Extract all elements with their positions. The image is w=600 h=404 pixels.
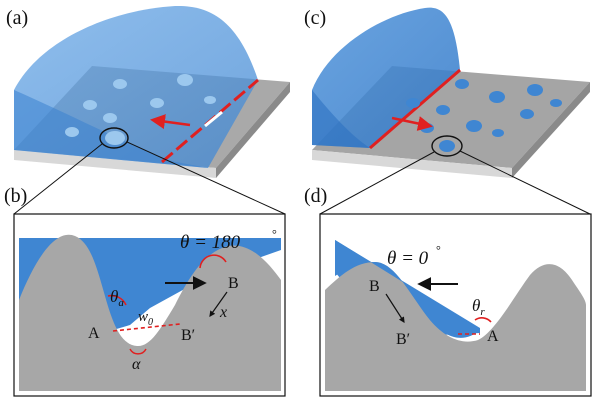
trapped-bubble [150, 98, 164, 108]
contact-angle-arc [107, 294, 127, 306]
degree-b: ° [272, 227, 277, 241]
droplet [520, 109, 534, 119]
point-B-prime-label: B′ [181, 327, 195, 344]
trapped-bubble [103, 113, 117, 123]
zoom-circle [431, 135, 463, 157]
liquid-a [14, 5, 258, 168]
alpha-label: α [132, 356, 141, 373]
zoom-circle [99, 127, 129, 149]
panel-d: (d) θ = 0 ° B B′ A θr [304, 185, 592, 397]
panel-a-label: (a) [6, 7, 28, 29]
theta-eq-label-b: θ = 180 [180, 232, 241, 253]
contact-line [369, 68, 461, 150]
liquid-c [312, 7, 460, 149]
theta-r-label: θr [472, 296, 485, 318]
trapped-bubble [177, 74, 193, 86]
droplet [436, 105, 450, 115]
theta-eq-label-d: θ = 0 [387, 248, 429, 269]
contact-angle-arc [199, 254, 227, 269]
liquid-over-surface-d [335, 240, 480, 338]
panel-c-label: (c) [304, 7, 326, 29]
alpha-arc [129, 348, 147, 355]
rough-surface-d [325, 262, 586, 391]
bb-arrow [385, 293, 405, 324]
rough-surface-b [19, 234, 281, 391]
droplet [489, 91, 505, 103]
motion-arrow [150, 114, 191, 130]
trapped-bubble [113, 79, 127, 89]
contact-angle-arc [474, 317, 492, 323]
zoom-line [13, 143, 103, 215]
panel-c: (c) [304, 7, 591, 215]
w0-label: w0 [138, 309, 153, 328]
droplet [439, 140, 455, 152]
motion-arrow [391, 116, 433, 131]
point-B-label: B [228, 275, 239, 292]
zoom-line [319, 151, 435, 215]
trapped-bubble [65, 127, 79, 137]
droplet [406, 98, 420, 108]
x-arrow [209, 291, 228, 317]
zoom-line [126, 141, 286, 215]
trapped-bubble [83, 100, 97, 110]
trapped-bubble [204, 96, 216, 104]
panel-b-label: (b) [4, 185, 27, 207]
droplet [455, 79, 469, 89]
theta-a-label: θa [110, 287, 124, 309]
point-A-label: A [88, 325, 100, 342]
droplet [492, 129, 504, 137]
width-line [112, 323, 181, 332]
x-label: x [219, 304, 227, 321]
degree-d: ° [436, 243, 441, 257]
point-B-label: B [369, 278, 380, 295]
zoom-line [459, 150, 591, 215]
panel-b: (b) θ = 180 ° B x B′ A θa w0 α [4, 185, 286, 397]
droplet [550, 99, 562, 107]
droplet [466, 120, 482, 132]
point-A-label: A [487, 328, 499, 345]
panel-d-label: (d) [304, 185, 327, 207]
droplets-c [406, 79, 562, 152]
contact-line-gap [204, 110, 223, 128]
panel-a: (a) [6, 5, 290, 215]
droplet [527, 84, 543, 96]
point-B-prime-label: B′ [396, 331, 410, 348]
trapped-bubble [105, 131, 125, 145]
